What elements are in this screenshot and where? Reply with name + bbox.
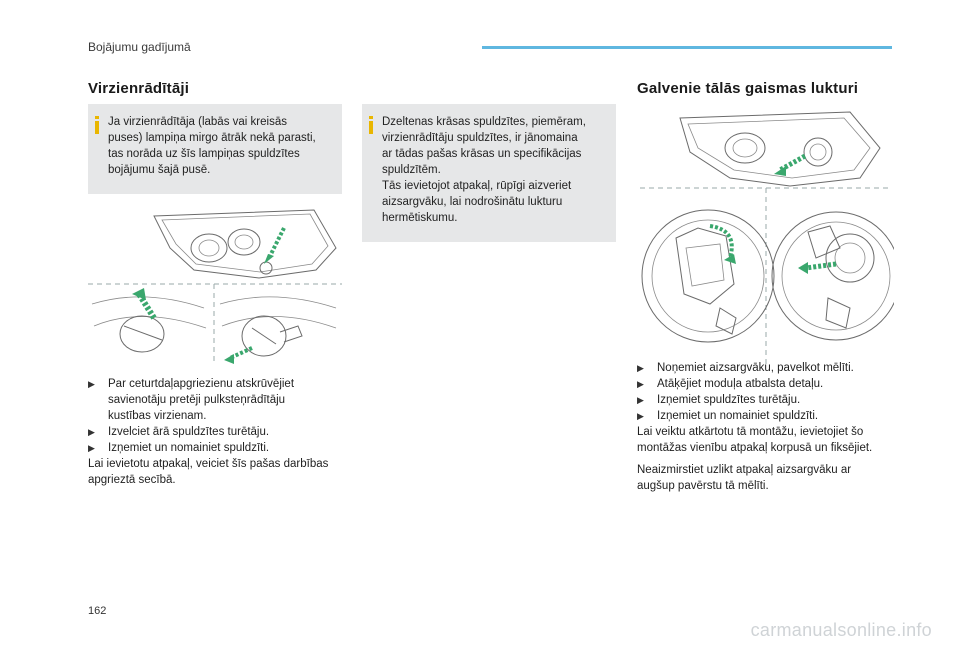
bullet-icon: ▶: [637, 379, 644, 389]
bullet-icon: ▶: [637, 395, 644, 405]
page-number: 162: [88, 605, 107, 617]
step-row: ▶Izņemiet un nomainiet spuldzīti.: [88, 442, 270, 454]
step-row: ▶Izvelciet ārā spuldzītes turētāju.: [88, 426, 270, 438]
turn-signal-instructions: ▶Par ceturtdaļapgriezienu atskrūvējiet s…: [88, 376, 348, 488]
main-beam-illustration: [640, 111, 894, 364]
step-row: ▶Par ceturtdaļapgriezienu atskrūvējiet: [88, 378, 295, 390]
step-row: ▶Atāķējiet moduļa atbalsta detaļu.: [637, 378, 824, 390]
step-row: ▶Izņemiet un nomainiet spuldzīti.: [637, 410, 819, 422]
section-title: Bojājumu gadījumā: [88, 40, 191, 54]
info-icon: [369, 116, 374, 134]
bullet-icon: ▶: [88, 443, 95, 453]
footer-watermark: carmanualsonline.info: [750, 620, 932, 640]
bulb-color-note: Dzeltenas krāsas spuldzītes, piemēram, v…: [362, 104, 616, 242]
bullet-icon: ▶: [88, 427, 95, 437]
cover-reminder: Neaizmirstiet uzlikt atpakaļ aizsargvāku…: [637, 464, 852, 492]
bullet-icon: ▶: [637, 363, 644, 373]
step-row: ▶Noņemiet aizsargvāku, pavelkot mēlīti.: [637, 362, 854, 374]
left-section-title: Virzienrādītāji: [88, 80, 190, 97]
main-beam-instructions: ▶Noņemiet aizsargvāku, pavelkot mēlīti. …: [637, 360, 907, 456]
turn-signal-note: Ja virzienrādītāja (labās vai kreisās pu…: [88, 104, 342, 194]
right-section-title: Galvenie tālās gaismas lukturi: [637, 80, 859, 97]
header-accent-bar: [482, 46, 892, 49]
bullet-icon: ▶: [637, 411, 644, 421]
step-row: ▶Izņemiet spuldzītes turētāju.: [637, 394, 801, 406]
info-icon: [95, 116, 100, 134]
bullet-icon: ▶: [88, 379, 95, 389]
turn-signal-illustration: [88, 209, 342, 364]
